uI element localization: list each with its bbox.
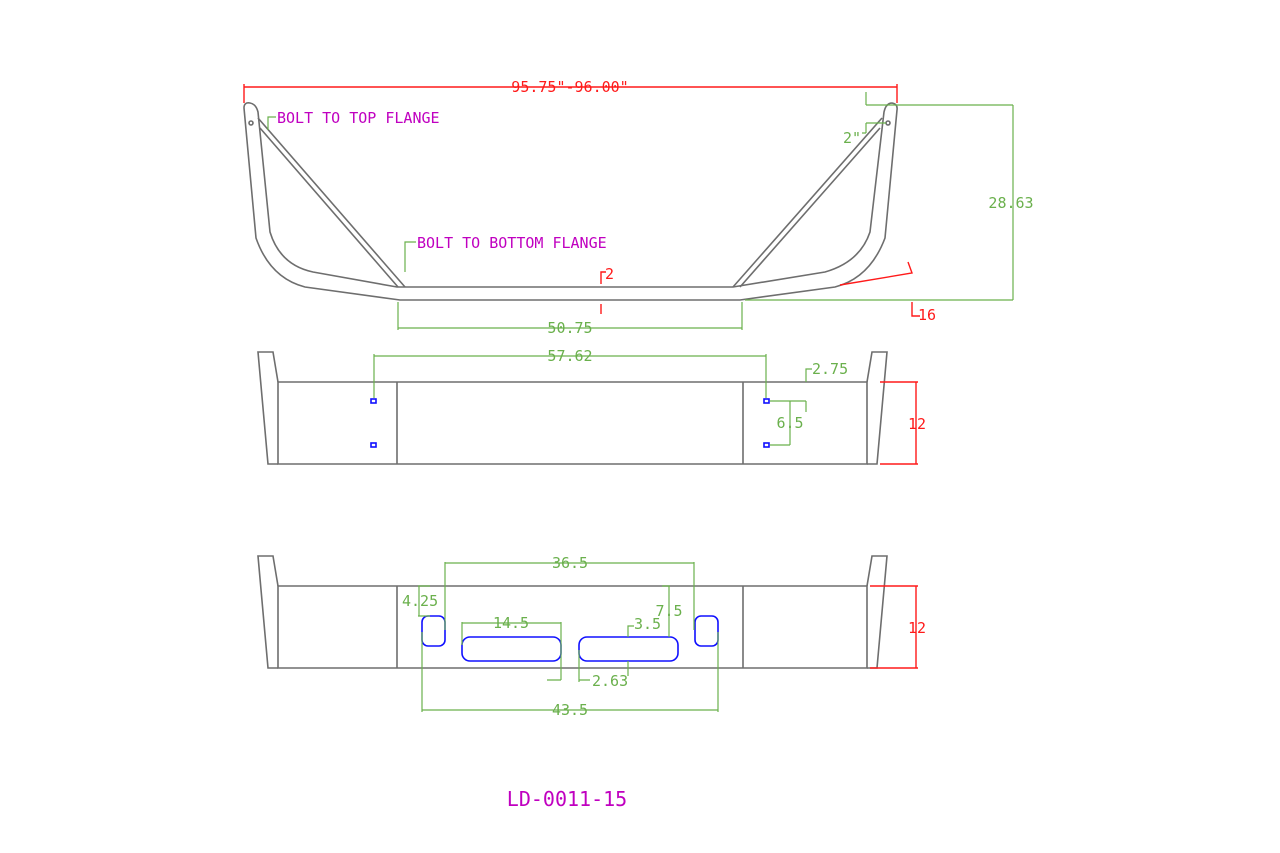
front-view: 57.62 2.75 6.5 12 xyxy=(257,347,926,465)
square-cutout-left xyxy=(421,615,446,647)
slot-height-label: 3.5 xyxy=(634,615,661,633)
bottom-view: 36.5 4.25 14.5 3.5 7.5 2.63 43.5 12 xyxy=(257,554,926,719)
bottom-height-dim xyxy=(870,585,918,669)
note-bottom-leader xyxy=(404,241,416,272)
bolt-hole xyxy=(763,398,770,404)
height-dim xyxy=(745,92,1014,301)
outer-span-label: 43.5 xyxy=(552,701,588,719)
edge-offset-dim xyxy=(805,368,812,382)
center-span-dim xyxy=(397,302,743,330)
slot-gap-label: 2.63 xyxy=(592,672,628,690)
bottom-right-flange xyxy=(866,555,888,669)
bolt-hole-left xyxy=(248,120,254,126)
slot-gap-dim xyxy=(578,650,590,682)
bumper-outline-outer xyxy=(243,102,898,301)
slot-depth-dim xyxy=(662,585,670,637)
bolt-hole xyxy=(370,398,377,404)
front-height-dim xyxy=(880,381,918,465)
slot-cutout-left xyxy=(461,636,562,662)
thickness-dim xyxy=(600,271,606,314)
right-brace xyxy=(732,117,883,288)
slot-length-dim xyxy=(461,622,562,681)
square-cutout-right xyxy=(694,615,719,647)
slot-cutout-right xyxy=(578,636,679,662)
top-view: 95.75"-96.00" BOLT TO TOP FLANGE BOLT TO… xyxy=(243,78,1034,337)
bolt-offset-label: 2" xyxy=(843,129,861,147)
part-number: LD-0011-15 xyxy=(507,787,627,811)
note-top-flange: BOLT TO TOP FLANGE xyxy=(277,109,440,127)
center-span-label: 50.75 xyxy=(547,319,592,337)
bolt-hole-right xyxy=(885,120,891,126)
bolt-hole xyxy=(370,442,377,448)
front-left-flange xyxy=(257,351,279,465)
hole-vertical-label: 6.5 xyxy=(776,414,803,432)
height-label: 28.63 xyxy=(988,194,1033,212)
angle-label: 16 xyxy=(918,306,936,324)
outer-span-dim xyxy=(421,632,719,712)
inner-span-dim xyxy=(444,562,695,630)
note-top-leader xyxy=(267,116,276,130)
edge-offset-label: 2.75 xyxy=(812,360,848,378)
hole-vertical-dim xyxy=(770,400,807,446)
overall-width-label: 95.75"-96.00" xyxy=(511,78,628,96)
bottom-left-flange xyxy=(257,555,279,669)
bolt-hole xyxy=(763,442,770,448)
hole-spacing-dim xyxy=(373,354,767,398)
hole-spacing-label: 57.62 xyxy=(547,347,592,365)
bottom-height-label: 12 xyxy=(908,619,926,637)
slot-height-dim xyxy=(627,625,634,676)
thickness-label: 2 xyxy=(605,265,614,283)
front-height-label: 12 xyxy=(908,415,926,433)
left-brace xyxy=(257,117,406,288)
note-bottom-flange: BOLT TO BOTTOM FLANGE xyxy=(417,234,607,252)
overall-width-dim xyxy=(243,84,898,103)
angle-dim xyxy=(839,261,920,317)
slot-depth-label: 7.5 xyxy=(655,602,682,620)
bottom-plate xyxy=(277,585,868,669)
top-offset-label: 4.25 xyxy=(402,592,438,610)
front-right-flange xyxy=(866,351,888,465)
slot-length-label: 14.5 xyxy=(493,614,529,632)
bolt-offset-dim xyxy=(862,122,886,134)
inner-span-label: 36.5 xyxy=(552,554,588,572)
top-offset-dim xyxy=(418,585,430,617)
